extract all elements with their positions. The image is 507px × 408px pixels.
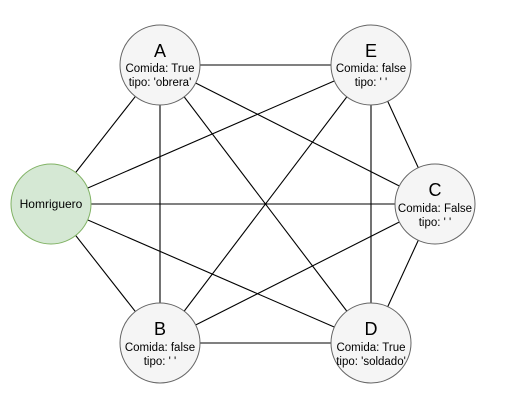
node-a-comida: Comida: True (125, 63, 194, 75)
node-a[interactable]: A Comida: True tipo: 'obrera' (119, 24, 201, 106)
edge-hub-e (50, 64, 372, 205)
node-b-tipo: tipo: ' ' (144, 356, 177, 368)
node-b-comida: Comida: false (125, 342, 195, 354)
node-c[interactable]: C Comida: False tipo: ' ' (394, 163, 476, 245)
edge-hub-d (50, 203, 372, 344)
node-d-tipo: tipo: 'soldado' (336, 356, 406, 368)
edges-layer (50, 64, 436, 344)
node-c-comida: Comida: False (398, 203, 472, 215)
node-d[interactable]: D Comida: True tipo: 'soldado' (330, 302, 412, 384)
edge-c-b (159, 203, 436, 344)
node-c-tipo: tipo: ' ' (419, 217, 452, 229)
node-b-title: B (154, 319, 166, 339)
node-d-title: D (365, 319, 378, 339)
hub-label: Homriguero (20, 197, 83, 211)
node-e[interactable]: E Comida: false tipo: ' ' (330, 24, 412, 106)
node-c-title: C (429, 180, 442, 200)
node-a-circle (119, 24, 201, 106)
node-e-comida: Comida: false (336, 63, 406, 75)
edge-e-b (159, 64, 372, 344)
node-b-circle (119, 302, 201, 384)
node-c-circle (394, 163, 476, 245)
node-e-title: E (365, 41, 377, 61)
node-e-tipo: tipo: ' ' (355, 77, 388, 89)
node-hub[interactable]: Homriguero (10, 163, 92, 245)
node-a-tipo: tipo: 'obrera' (129, 77, 192, 89)
hub-node-circle (10, 163, 92, 245)
node-d-circle (330, 302, 412, 384)
node-a-title: A (154, 41, 166, 61)
edge-a-c (159, 64, 436, 205)
node-d-comida: Comida: True (336, 342, 405, 354)
node-e-circle (330, 24, 412, 106)
node-b[interactable]: B Comida: false tipo: ' ' (119, 302, 201, 384)
